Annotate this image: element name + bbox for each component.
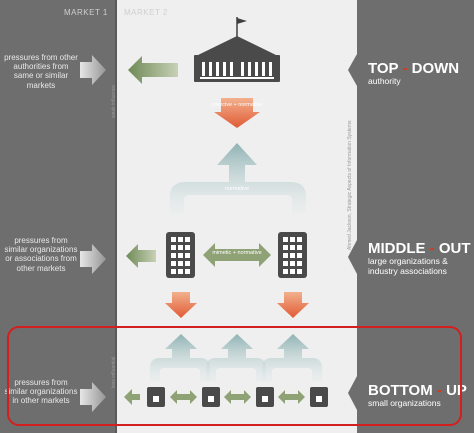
level-sub-top: authority (368, 76, 401, 86)
teal-arrows-bottom-up (150, 334, 322, 382)
market1-label: MARKET 1 (64, 8, 108, 17)
left-pressure-arrow-middle (80, 244, 106, 274)
bottom-up-highlight-box (7, 326, 462, 426)
side-text-top: weak influence (111, 84, 117, 118)
levels-band (357, 0, 474, 433)
coercive-label: coercive + normative (212, 102, 263, 108)
level-middle-dash: - (425, 240, 439, 257)
office-building-icon-left (166, 232, 195, 278)
right-level-marker-bottom (348, 376, 357, 410)
level-title-top: TOP - DOWN (368, 60, 459, 77)
normative-label: normative (225, 186, 249, 192)
level-bottom-word1: BOTTOM (368, 382, 433, 399)
level-middle-word1: MIDDLE (368, 240, 426, 257)
orange-arrow-coercive (214, 98, 260, 128)
level-sub-bottom: small organizations (368, 398, 441, 408)
office-building-icon-right (278, 232, 307, 278)
right-level-marker-middle (348, 240, 357, 274)
band-divider (115, 0, 117, 433)
left-text-top: pressures from other authorities from sa… (4, 53, 78, 90)
teal-arrow-normative (170, 143, 306, 214)
right-level-marker-top (348, 54, 357, 86)
green-double-arrow-bottom-1 (170, 390, 197, 404)
orange-arrow-middle-left (165, 292, 197, 318)
green-arrow-bottom-left (124, 389, 140, 405)
green-double-arrow-bottom-2 (224, 390, 251, 404)
orange-arrow-middle-right (277, 292, 309, 318)
small-office-icon-4 (310, 387, 328, 407)
green-arrow-middle-left (126, 244, 156, 268)
small-office-icon-1 (147, 387, 165, 407)
green-double-arrow-bottom-3 (278, 390, 305, 404)
small-office-icon-3 (256, 387, 274, 407)
level-sub-middle: large organizations & industry associati… (368, 256, 448, 276)
level-bottom-dash: - (432, 382, 447, 399)
green-arrow-top-left (128, 56, 178, 84)
level-title-middle: MIDDLE - OUT (368, 240, 471, 257)
left-text-middle: pressures from similar organizations or … (4, 236, 78, 273)
mimetic-label: mimetic + normative (212, 250, 261, 256)
level-top-word2: DOWN (411, 60, 460, 77)
level-top-word1: TOP (368, 60, 399, 77)
level-middle-word2: OUT (438, 240, 471, 257)
level-top-dash: - (398, 60, 412, 77)
small-office-icon-2 (202, 387, 220, 407)
government-building-icon (194, 17, 280, 82)
market2-label: MARKET 2 (124, 8, 168, 17)
left-text-bottom: pressures from similar organizations in … (4, 378, 78, 406)
left-pressure-arrow-top (80, 55, 106, 85)
left-pressure-arrow-bottom (80, 382, 106, 412)
side-text-right: Ahmed Jackson, Strategic Aspects of Info… (347, 120, 353, 250)
green-double-arrow-mimetic (203, 243, 271, 267)
